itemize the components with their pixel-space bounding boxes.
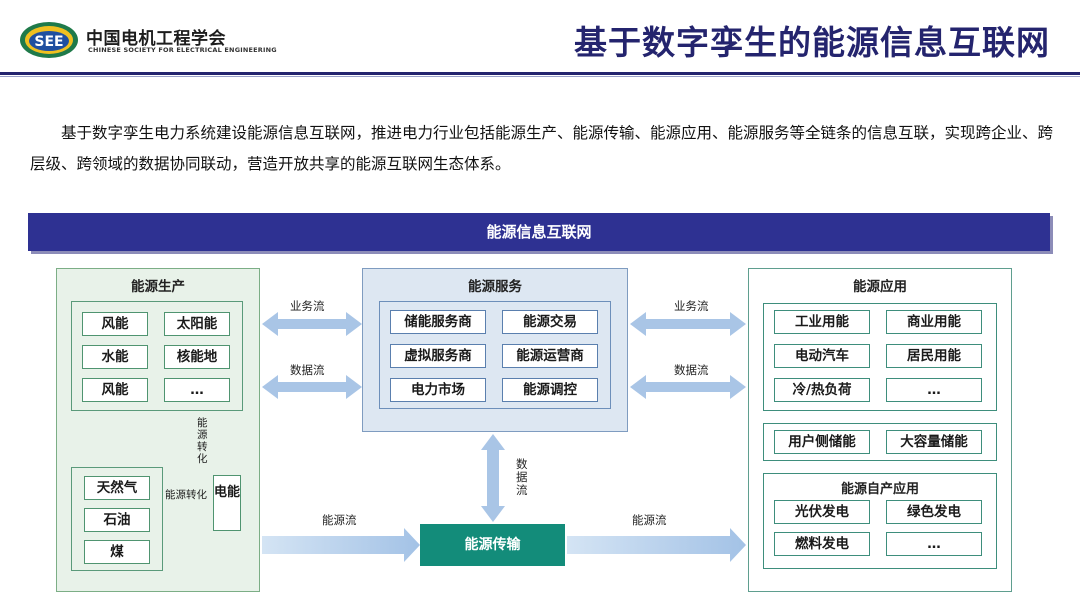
energy-flow-arrow-left (262, 528, 420, 562)
energy-flow-label-right: 能源流 (632, 513, 667, 527)
use-item: 电动汽车 (774, 344, 870, 368)
org-name-en: CHINESE SOCIETY FOR ELECTRICAL ENGINEERI… (88, 46, 277, 54)
service-group: 储能服务商 能源交易 虚拟服务商 能源运营商 电力市场 能源调控 (379, 301, 611, 409)
data-flow-label-right: 数据流 (674, 363, 709, 377)
business-flow-label-left: 业务流 (290, 299, 325, 313)
business-flow-arrow-left (262, 312, 362, 336)
panel-energy-service: 能源服务 储能服务商 能源交易 虚拟服务商 能源运营商 电力市场 能源调控 (362, 268, 628, 432)
storage-item: 用户侧储能 (774, 430, 870, 454)
production-title: 能源生产 (131, 279, 185, 295)
use-item: 冷/热负荷 (774, 378, 870, 402)
energy-flow-label-left: 能源流 (322, 513, 357, 527)
data-flow-arrow-right (630, 375, 746, 399)
energy-flow-arrow-right (567, 528, 746, 562)
fossil-item: 煤 (84, 540, 150, 564)
source-item: … (164, 378, 230, 402)
panel-energy-production: 能源生产 风能 太阳能 水能 核能地 风能 … 天然气 石油 煤 能源转化 能源… (56, 268, 260, 592)
data-flow-label-left: 数据流 (290, 363, 325, 377)
data-flow-label-vertical: 数据流 (516, 457, 528, 497)
service-item: 能源调控 (502, 378, 598, 402)
energy-transmission-box: 能源传输 (420, 524, 565, 566)
use-item: … (886, 378, 982, 402)
self-item: 绿色发电 (886, 500, 982, 524)
storage-item: 大容量储能 (886, 430, 982, 454)
org-name-cn: 中国电机工程学会 (86, 29, 226, 49)
fossil-item: 天然气 (84, 476, 150, 500)
use-item: 工业用能 (774, 310, 870, 334)
header-rule (0, 72, 1080, 75)
self-item: 燃料发电 (774, 532, 870, 556)
page-title: 基于数字孪生的能源信息互联网 (574, 23, 1050, 62)
data-flow-arrow-left (262, 375, 362, 399)
application-title: 能源应用 (853, 279, 907, 295)
self-item: 光伏发电 (774, 500, 870, 524)
conversion-label: 能源转化 (165, 489, 207, 501)
diagram-banner: 能源信息互联网 (28, 213, 1050, 251)
see-logo: SEE (18, 20, 80, 60)
service-item: 电力市场 (390, 378, 486, 402)
business-flow-arrow-right (630, 312, 746, 336)
logo-text: SEE (34, 34, 63, 50)
source-item: 风能 (82, 378, 148, 402)
banner-text: 能源信息互联网 (486, 223, 592, 241)
header-rule-thin (0, 76, 1080, 77)
use-item: 居民用能 (886, 344, 982, 368)
panel-energy-application: 能源应用 工业用能 商业用能 电动汽车 居民用能 冷/热负荷 … 用户侧储能 大… (748, 268, 1012, 592)
fossil-sources-group: 天然气 石油 煤 (71, 467, 163, 571)
data-flow-arrow-vertical (481, 434, 505, 522)
business-flow-label-right: 业务流 (674, 299, 709, 313)
conversion-vertical-label: 能源转化 (197, 417, 208, 465)
service-item: 能源交易 (502, 310, 598, 334)
intro-paragraph: 基于数字孪生电力系统建设能源信息互联网，推进电力行业包括能源生产、能源传输、能源… (30, 124, 1054, 173)
uses-group: 工业用能 商业用能 电动汽车 居民用能 冷/热负荷 … (763, 303, 997, 411)
use-item: 商业用能 (886, 310, 982, 334)
source-item: 风能 (82, 312, 148, 336)
storage-group: 用户侧储能 大容量储能 (763, 423, 997, 461)
self-production-title: 能源自产应用 (840, 482, 919, 497)
self-item: … (886, 532, 982, 556)
service-item: 能源运营商 (502, 344, 598, 368)
primary-sources-group: 风能 太阳能 水能 核能地 风能 … (71, 301, 243, 411)
service-item: 储能服务商 (390, 310, 486, 334)
source-item: 太阳能 (164, 312, 230, 336)
source-item: 核能地 (164, 345, 230, 369)
source-item: 水能 (82, 345, 148, 369)
service-item: 虚拟服务商 (390, 344, 486, 368)
electricity-box: 电能 (213, 475, 241, 531)
service-title: 能源服务 (468, 279, 522, 295)
self-production-group: 能源自产应用 光伏发电 绿色发电 燃料发电 … (763, 473, 997, 569)
fossil-item: 石油 (84, 508, 150, 532)
